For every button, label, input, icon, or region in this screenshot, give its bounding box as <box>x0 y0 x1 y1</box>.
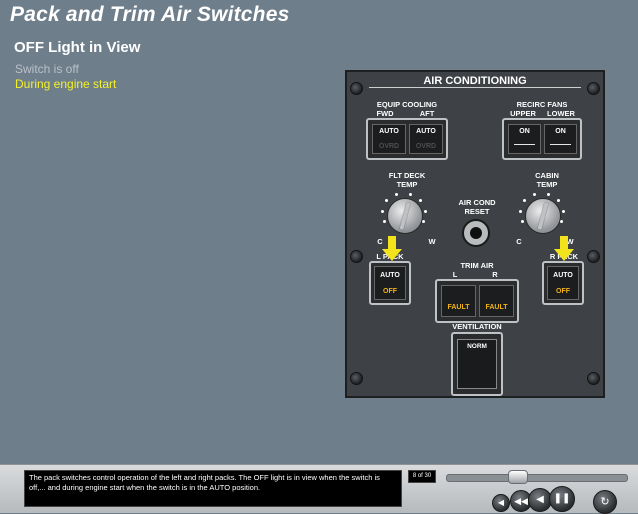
info-line-2: During engine start <box>15 77 117 91</box>
knob-icon <box>387 198 423 234</box>
page-counter: 8 of 30 <box>408 470 436 483</box>
arrow-stem <box>560 236 568 250</box>
cabin-temp-label-1: CABIN <box>535 171 559 180</box>
recirc-fans-lower-label: LOWER <box>547 109 575 118</box>
info-line-1: Switch is off <box>15 62 79 76</box>
r-pack-button[interactable]: AUTO OFF <box>547 266 579 300</box>
recirc-fan-upper-button[interactable]: ON <box>508 124 541 154</box>
volume-icon[interactable]: ◀ <box>492 494 510 512</box>
air-cond-reset-label-1: AIR COND <box>458 198 496 207</box>
screw-icon <box>350 250 363 263</box>
progress-slider-thumb[interactable] <box>508 470 528 484</box>
air-cond-reset-label-2: RESET <box>464 207 490 216</box>
recirc-fans-switch-group: ON ON <box>502 118 582 160</box>
trim-air-right-button[interactable]: FAULT <box>479 285 514 317</box>
scale-dot <box>521 220 524 223</box>
replay-icon[interactable]: ↻ <box>593 490 617 514</box>
equip-cooling-label: EQUIP COOLING <box>376 100 438 109</box>
indicator-bar <box>514 144 535 145</box>
scale-dot <box>381 210 384 213</box>
recirc-fans-upper-label: UPPER <box>510 109 536 118</box>
equip-cooling-fwd-label: FWD <box>376 109 394 118</box>
arrow-head <box>554 249 574 261</box>
scale-dot <box>383 220 386 223</box>
auto-label: AUTO <box>416 128 436 135</box>
scale-dot <box>409 193 412 196</box>
screw-icon <box>587 250 600 263</box>
air-conditioning-panel: AIR CONDITIONING EQUIP COOLING FWD AFT A… <box>345 70 605 398</box>
equip-cooling-switch-group: AUTO OVRD AUTO OVRD <box>366 118 448 160</box>
l-pack-switch-frame: AUTO OFF <box>369 261 411 305</box>
air-cond-reset-button[interactable] <box>462 219 490 247</box>
auto-label: AUTO <box>379 128 399 135</box>
panel-title: AIR CONDITIONING <box>423 75 527 87</box>
cabin-temp-label-2: TEMP <box>536 180 558 189</box>
cabin-warm-label: W <box>566 237 574 246</box>
scale-dot <box>547 193 550 196</box>
flt-deck-cool-label: C <box>377 237 383 246</box>
trim-air-r-label: R <box>492 270 498 279</box>
auto-label: AUTO <box>553 272 573 279</box>
page-title: Pack and Trim Air Switches <box>10 3 290 26</box>
scale-dot <box>562 210 565 213</box>
screw-icon <box>350 82 363 95</box>
ventilation-button[interactable]: NORM <box>457 339 497 389</box>
scale-dot <box>395 193 398 196</box>
pause-button[interactable]: ❚❚ <box>549 486 575 512</box>
off-light: OFF <box>383 288 397 295</box>
norm-label: NORM <box>467 343 487 350</box>
scale-dot <box>557 199 560 202</box>
section-subtitle: OFF Light in View <box>14 39 141 56</box>
equip-cooling-fwd-button[interactable]: AUTO OVRD <box>372 124 406 154</box>
trim-air-l-label: L <box>452 270 458 279</box>
on-label: ON <box>519 128 530 135</box>
ventilation-label: VENTILATION <box>452 322 502 331</box>
scale-dot <box>422 220 425 223</box>
scale-dot <box>533 193 536 196</box>
equip-cooling-aft-button[interactable]: AUTO OVRD <box>409 124 443 154</box>
trim-air-label: TRIM AIR <box>460 261 494 270</box>
equip-cooling-aft-label: AFT <box>419 109 435 118</box>
ovrd-label: OVRD <box>378 143 400 150</box>
recirc-fan-lower-button[interactable]: ON <box>544 124 577 154</box>
flt-deck-temp-knob[interactable] <box>381 192 427 238</box>
trim-air-left-button[interactable]: FAULT <box>441 285 476 317</box>
knob-icon <box>525 198 561 234</box>
scale-dot <box>419 199 422 202</box>
scale-dot <box>560 220 563 223</box>
recirc-fans-label: RECIRC FANS <box>516 100 568 109</box>
fault-light: FAULT <box>485 304 508 311</box>
auto-label: AUTO <box>380 272 400 279</box>
panel-title-rule <box>369 87 581 88</box>
indicator-bar <box>550 144 571 145</box>
screw-icon <box>587 82 600 95</box>
scale-dot <box>523 199 526 202</box>
r-pack-switch-frame: AUTO OFF <box>542 261 584 305</box>
arrow-stem <box>388 236 396 250</box>
caption-text: The pack switches control operation of t… <box>24 470 402 507</box>
cabin-temp-knob[interactable] <box>519 192 565 238</box>
screw-icon <box>587 372 600 385</box>
scale-dot <box>385 199 388 202</box>
off-light: OFF <box>556 288 570 295</box>
screw-icon <box>350 372 363 385</box>
flt-deck-temp-label-1: FLT DECK <box>388 171 426 180</box>
scale-dot <box>424 210 427 213</box>
arrow-head <box>382 249 402 261</box>
cabin-cool-label: C <box>516 237 522 246</box>
trim-air-switch-group: FAULT FAULT <box>435 279 519 323</box>
scale-dot <box>519 210 522 213</box>
flt-deck-temp-label-2: TEMP <box>396 180 418 189</box>
ovrd-label: OVRD <box>415 143 437 150</box>
fault-light: FAULT <box>447 304 470 311</box>
ventilation-switch-frame: NORM <box>451 332 503 396</box>
l-pack-button[interactable]: AUTO OFF <box>374 266 406 300</box>
progress-slider-track[interactable] <box>446 474 628 482</box>
flt-deck-warm-label: W <box>428 237 436 246</box>
on-label: ON <box>555 128 566 135</box>
